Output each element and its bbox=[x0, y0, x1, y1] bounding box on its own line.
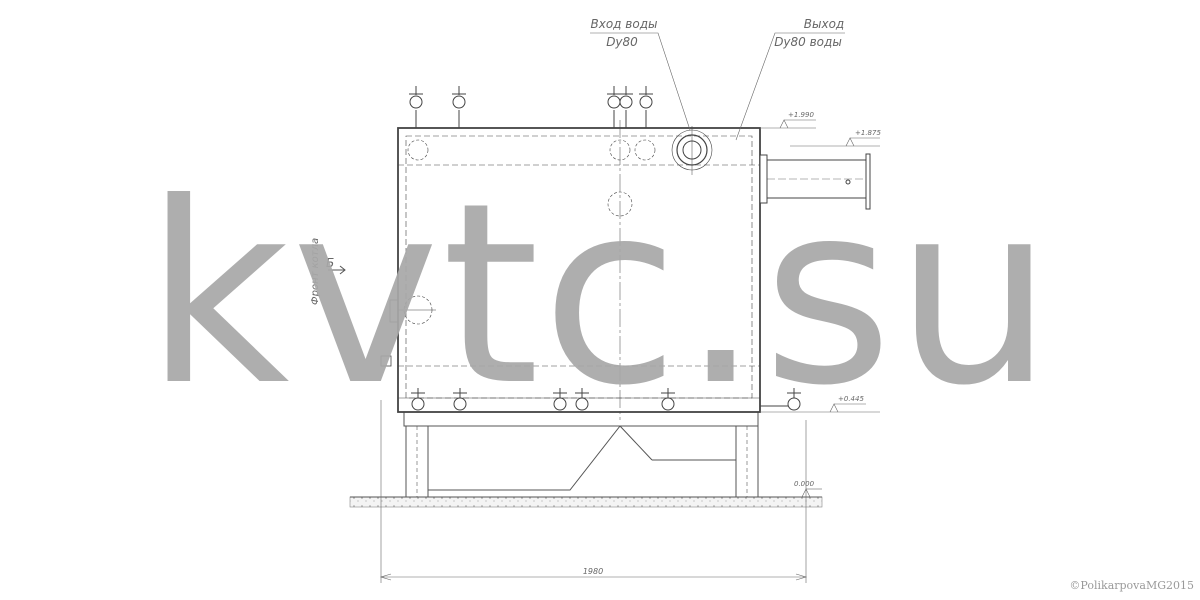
top-valve-2 bbox=[452, 86, 466, 128]
dimension-overall bbox=[379, 400, 808, 583]
front-marker bbox=[328, 265, 346, 275]
outlet-label-line2: Dy80 воды bbox=[774, 35, 842, 49]
boiler-body bbox=[380, 120, 761, 420]
bottom-valves bbox=[411, 388, 801, 411]
support-frame bbox=[403, 411, 759, 498]
elevation-bottom-label: +0.445 bbox=[838, 395, 864, 403]
section-mark: Б bbox=[326, 256, 334, 270]
elevation-outlet-label: +1.875 bbox=[855, 129, 881, 137]
ground bbox=[349, 496, 823, 508]
inlet-flange bbox=[671, 126, 713, 175]
outlet-label-line1: Выход bbox=[804, 17, 844, 31]
inlet-label-line2: Dy80 bbox=[606, 35, 638, 49]
top-valve-3 bbox=[607, 86, 621, 128]
elevation-top-label: +1.990 bbox=[788, 111, 814, 119]
front-label: Фронт котла bbox=[310, 238, 321, 305]
outlet-pipe bbox=[759, 153, 871, 210]
inlet-label-line1: Вход воды bbox=[591, 17, 658, 31]
top-valves bbox=[409, 86, 653, 128]
top-valve-4 bbox=[619, 86, 633, 128]
dimension-width-label: 1980 bbox=[583, 567, 603, 576]
bottom-valve-1 bbox=[411, 388, 425, 411]
top-valve-5 bbox=[639, 86, 653, 128]
bottom-valve-6 bbox=[760, 388, 801, 411]
bottom-valve-5 bbox=[661, 388, 675, 411]
elevation-ground-label: 0.000 bbox=[794, 480, 815, 488]
top-valve-1 bbox=[409, 86, 423, 128]
bottom-valve-4 bbox=[575, 388, 589, 411]
elevation-marks bbox=[760, 119, 880, 498]
copyright: ©PolikarpovaMG2015 bbox=[1069, 579, 1194, 592]
leader-lines bbox=[590, 32, 845, 141]
bottom-valve-2 bbox=[453, 388, 467, 411]
bottom-valve-3 bbox=[553, 388, 567, 411]
